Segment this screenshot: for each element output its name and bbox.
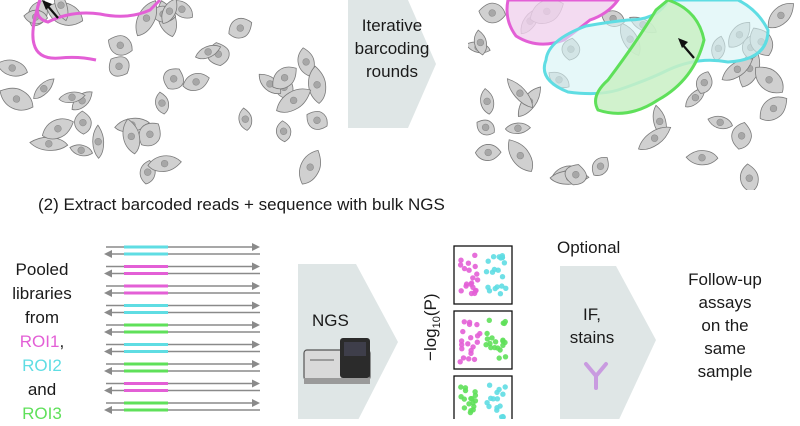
read-pair [104, 301, 260, 317]
cell [473, 29, 488, 56]
cell [759, 96, 788, 121]
cell [29, 136, 69, 151]
cell [739, 163, 759, 190]
sequencer-icon [303, 338, 371, 384]
cell [272, 66, 297, 90]
cell [480, 88, 495, 115]
cell [0, 87, 34, 111]
cell [504, 122, 531, 134]
cell [478, 2, 506, 24]
read-pair [104, 243, 260, 258]
step2-title: (2) Extract barcoded reads + sequence wi… [38, 195, 445, 214]
cell [122, 118, 141, 155]
cell [299, 149, 321, 185]
cell [685, 150, 719, 166]
cell [508, 139, 534, 172]
cell [297, 47, 315, 77]
cell [33, 78, 55, 99]
pointer-arrow-icon [42, 0, 59, 19]
cell [564, 164, 587, 186]
cell [275, 120, 292, 143]
read-pair [104, 340, 260, 356]
cell [506, 78, 533, 109]
cell [108, 56, 130, 77]
barcoding-arrow [348, 0, 436, 128]
cell [41, 118, 74, 140]
optional-arrow [560, 266, 656, 419]
cell [731, 121, 752, 150]
cell [306, 110, 328, 130]
roi3-region [594, 0, 706, 115]
cell [755, 66, 784, 94]
cell [228, 17, 253, 39]
cell [238, 107, 253, 131]
roi1-label: ROI1 [19, 332, 60, 351]
read-pair [104, 321, 260, 336]
optional-arrow-label: IF, stains [569, 305, 615, 347]
pvalue-panel [453, 310, 513, 370]
ngs-label: NGS [312, 311, 349, 330]
cell [276, 88, 312, 113]
barcoded-reads [104, 243, 260, 414]
cell [92, 124, 105, 159]
antibody-icon [584, 362, 608, 390]
tissue-left [0, 0, 328, 185]
cell [108, 35, 133, 56]
cell [147, 155, 182, 172]
cell [182, 72, 210, 91]
pointer-arrow-icon [678, 38, 695, 59]
pvalue-panel [453, 375, 513, 419]
cell [591, 156, 609, 176]
cell [53, 0, 69, 22]
barcoding-arrow-label: Iterative barcoding rounds [354, 16, 430, 81]
pvalue-panels [453, 245, 513, 419]
cell [638, 126, 672, 151]
cell [69, 144, 94, 157]
cell [476, 119, 495, 136]
pooled-libraries-label: Pooled libraries from ROI1, ROI2 and ROI… [0, 258, 84, 426]
read-pair [104, 262, 260, 278]
pvalue-panel [453, 245, 513, 305]
tissue-right [468, 0, 794, 190]
read-pair [104, 282, 260, 297]
roi3-label: ROI3 [22, 404, 62, 423]
cell [58, 91, 86, 104]
read-pair [104, 379, 260, 395]
cell [0, 59, 28, 77]
cell [74, 110, 92, 135]
cell [695, 71, 713, 94]
optional-label: Optional [557, 238, 621, 257]
cell [767, 3, 794, 29]
cell [707, 115, 733, 130]
cell [194, 44, 222, 60]
cell [308, 65, 327, 104]
cell [138, 122, 161, 147]
followup-label: Follow-up assays on the same sample [688, 270, 762, 381]
cell [474, 144, 502, 161]
cell [155, 91, 170, 115]
read-pair [104, 360, 260, 375]
roi2-label: ROI2 [22, 356, 62, 375]
cell [163, 68, 184, 90]
cell [161, 0, 178, 24]
cell [258, 73, 282, 95]
roi1-outline [35, 0, 162, 24]
read-pair [104, 399, 260, 414]
